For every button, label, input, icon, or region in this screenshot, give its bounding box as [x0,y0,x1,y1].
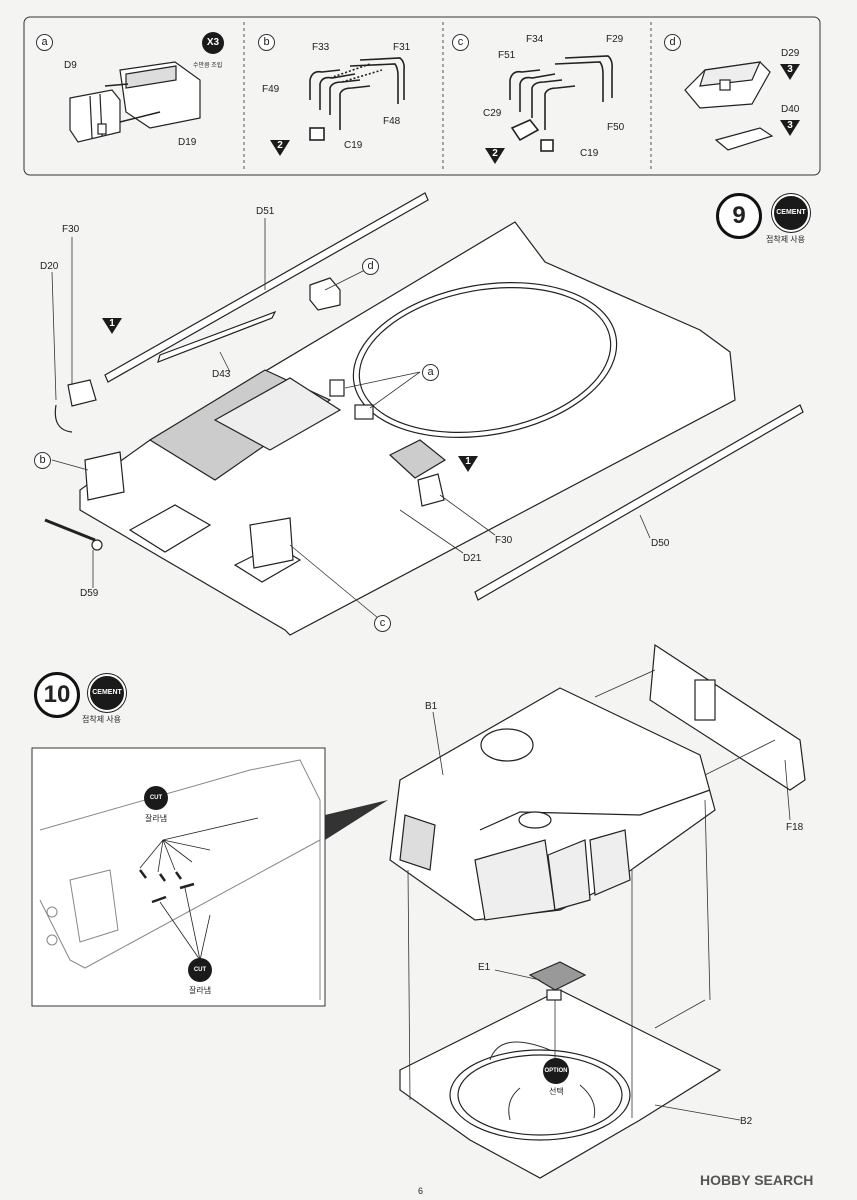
label-f18: F18 [786,822,804,833]
part-label-d9: D9 [64,60,77,71]
part-label-f48: F48 [383,116,401,127]
label-d51: D51 [256,206,275,217]
part-label-d29: D29 [781,48,800,59]
track-rails [104,192,804,601]
subassembly-c-drawing [509,55,613,152]
multiplier-note: 수만큼 조립 [193,63,223,69]
label-d21: D21 [463,553,482,564]
ref-d: d [362,258,379,275]
part-label-f29: F29 [606,34,624,45]
subassembly-b-drawing [309,57,405,141]
ref-a: a [422,364,439,381]
part-label-f49: F49 [262,84,280,95]
subassembly-b-letter: b [258,34,275,51]
part-label-c19-c: C19 [580,148,599,159]
multiplier-badge: X3 [202,32,224,54]
subassembly-a-drawing [69,61,201,143]
label-d59: D59 [80,588,99,599]
marker-triangle-c: 2 [485,148,505,164]
label-b2: B2 [740,1116,753,1127]
part-label-d40: D40 [781,104,800,115]
part-label-f51: F51 [498,50,516,61]
part-label-f34: F34 [526,34,544,45]
subassembly-d-drawing [684,61,774,151]
step-9-cement-caption: 접착제 사용 [766,235,806,244]
step-9-cement-badge: CEMENT [772,194,810,232]
part-label-c29: C29 [483,108,502,119]
hull-deck-drawing [79,221,736,636]
label-d20: D20 [40,261,59,272]
label-e1: E1 [478,962,491,973]
step-10-cement-badge: CEMENT [88,674,126,712]
cut-caption-top: 잘라냄 [145,814,168,823]
step-10-cement-caption: 접착제 사용 [82,715,122,724]
part-label-f33: F33 [312,42,330,53]
turret-drawing [389,643,806,921]
page-number: 6 [418,1186,424,1196]
subassembly-frame [23,16,821,176]
marker-triangle-left: 1 [102,318,122,334]
cut-badge-bottom: CUT [188,958,212,982]
step-9-number: 9 [716,193,762,239]
label-b1: B1 [425,701,438,712]
option-arrows [489,1041,596,1121]
label-f30-top: F30 [62,224,80,235]
part-label-f50: F50 [607,122,625,133]
label-d43: D43 [212,369,231,380]
label-d50: D50 [651,538,670,549]
marker-triangle-right: 1 [458,456,478,472]
watermark: HOBBY SEARCH [700,1172,814,1188]
part-label-f31: F31 [393,42,411,53]
part-label-d19: D19 [178,137,197,148]
marker-triangle-b: 2 [270,140,290,156]
ref-c: c [374,615,391,632]
detail-inset-drawing [39,759,321,1000]
option-badge: OPTION [543,1058,569,1084]
turret-floor-drawing [399,961,722,1179]
step-10-number: 10 [34,672,80,718]
subassembly-a-letter: a [36,34,53,51]
option-caption: 선택 [549,1087,564,1096]
ref-b: b [34,452,51,469]
label-f30-right: F30 [495,535,513,546]
marker-triangle-d29: 3 [780,64,800,80]
cut-badge-top: CUT [144,786,168,810]
part-label-c19-b: C19 [344,140,363,151]
marker-triangle-d40: 3 [780,120,800,136]
subassembly-d-letter: d [664,34,681,51]
cut-caption-bottom: 잘라냄 [189,986,212,995]
subassembly-c-letter: c [452,34,469,51]
